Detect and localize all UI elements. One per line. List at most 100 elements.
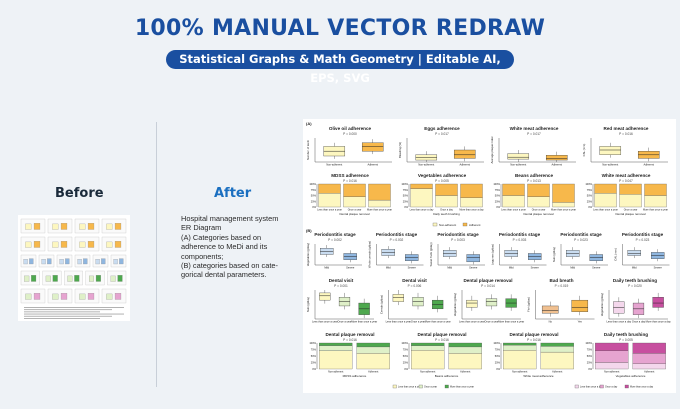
category-label: Less than once a year — [386, 320, 412, 324]
y-axis-label: Legumes (g/day) — [491, 244, 495, 265]
bar-segment — [632, 353, 666, 364]
category-label: Once a year — [484, 320, 498, 324]
y-tick-label: 0% — [404, 205, 408, 209]
bar-segment — [595, 350, 629, 363]
bar-segment — [448, 346, 482, 354]
divider-line — [156, 122, 157, 387]
y-tick-label: 75% — [311, 348, 317, 352]
box — [627, 250, 641, 256]
bar-segment — [318, 183, 341, 194]
panel-label-a: (A) — [306, 121, 312, 126]
category-label: Severe — [592, 266, 601, 270]
legend-label: Adherent — [469, 223, 481, 227]
category-label: Less than once a day — [410, 208, 435, 211]
boxplot-title: White meat adherence — [510, 126, 559, 131]
boxplot-title: Periodontitis stage — [560, 232, 602, 237]
boxplot-title: Red meat adherence — [604, 126, 649, 131]
category-label: Once a year — [624, 208, 638, 211]
bar-segment — [527, 183, 550, 197]
thumbnail-mark — [25, 223, 32, 230]
y-axis-label: Whole cereals (g/day) — [368, 241, 372, 268]
thumbnail-mark — [87, 293, 95, 300]
x-axis-label: Daily teeth brushing — [433, 212, 460, 216]
y-tick-label: 25% — [403, 199, 409, 203]
boxplot-title: Daily teeth brushing — [613, 278, 657, 283]
category-label: Adherent — [644, 370, 654, 373]
category-label: More than once a year — [367, 208, 392, 211]
thumbnail-mark — [52, 293, 59, 300]
y-axis-label: Bleeding (%) — [398, 142, 402, 158]
p-value: P = 0.014 — [481, 284, 495, 288]
p-value: P = 0.019 — [555, 284, 569, 288]
thumbnail-mark — [110, 275, 116, 282]
thumbnail-panel — [74, 288, 100, 304]
y-tick-label: 50% — [311, 194, 317, 198]
boxplot-title: Periodontitis stage — [437, 232, 479, 237]
boxplot-title: Dental plaque removal — [463, 278, 512, 283]
figure-description: Hospital management system ER Diagram (A… — [181, 214, 281, 280]
thumbnail-mark — [106, 241, 113, 248]
y-tick-label: 0% — [496, 367, 500, 371]
bar-segment — [410, 183, 433, 189]
y-tick-label: 50% — [311, 354, 317, 358]
bar-segment — [644, 195, 667, 208]
thumbnail-mark — [52, 275, 58, 282]
thumbnail-mark — [87, 241, 95, 248]
p-value: P = 0.023 — [574, 238, 588, 242]
thumbnail-panel — [85, 270, 105, 286]
bar-segment — [540, 351, 574, 370]
category-label: More than once a day — [646, 320, 672, 324]
p-value: P = 0.006 — [408, 284, 422, 288]
thumbnail-mark — [95, 275, 101, 282]
thumbnail-panel — [47, 236, 73, 252]
bar-chart-title: MDSS adherence — [331, 173, 369, 178]
category-label: More than once a year — [498, 320, 524, 324]
category-label: Non-adherent — [326, 163, 342, 167]
y-axis-label: Fish (g/day) — [527, 297, 531, 312]
bar-segment — [540, 342, 574, 347]
y-tick-label: 100% — [309, 182, 316, 186]
box — [466, 254, 480, 263]
x-axis-label: White meat adherence — [523, 374, 554, 378]
panel-label-b: (B) — [306, 228, 312, 233]
page-title: 100% MANUAL VECTOR REDRAW — [134, 16, 546, 41]
y-axis-label: CAL (mm) — [582, 144, 586, 157]
y-tick-label: 0% — [496, 205, 500, 209]
y-tick-label: 100% — [493, 182, 500, 186]
y-tick-label: 100% — [401, 182, 408, 186]
thumbnail-mark — [60, 241, 68, 248]
category-label: Yes — [578, 320, 583, 324]
p-value: P = 0.002 — [390, 238, 404, 242]
p-value: P = 0.016 — [619, 132, 633, 136]
y-tick-label: 25% — [403, 361, 409, 365]
thumbnail-mark — [52, 241, 59, 248]
box — [541, 305, 559, 314]
thumbnail-mark — [106, 293, 113, 300]
category-label: Less than once a year — [312, 320, 338, 324]
description-line: (A) Categories based on — [181, 232, 262, 242]
thumbnail-mark — [23, 259, 28, 265]
category-label: Once a year — [411, 320, 425, 324]
boxplot-title: Periodontitis stage — [622, 232, 664, 237]
thumbnail-mark — [117, 275, 123, 282]
thumbnail-mark — [79, 293, 86, 300]
category-label: Once a year — [348, 208, 362, 211]
box — [485, 298, 498, 307]
y-tick-label: 75% — [495, 188, 501, 192]
bar-segment — [619, 194, 642, 208]
before-thumbnail — [18, 215, 130, 321]
category-label: Less than once a day — [606, 320, 631, 324]
thumbnail-mark — [29, 258, 34, 265]
legend-swatch — [462, 222, 468, 227]
category-label: Non-adherent — [420, 370, 436, 373]
